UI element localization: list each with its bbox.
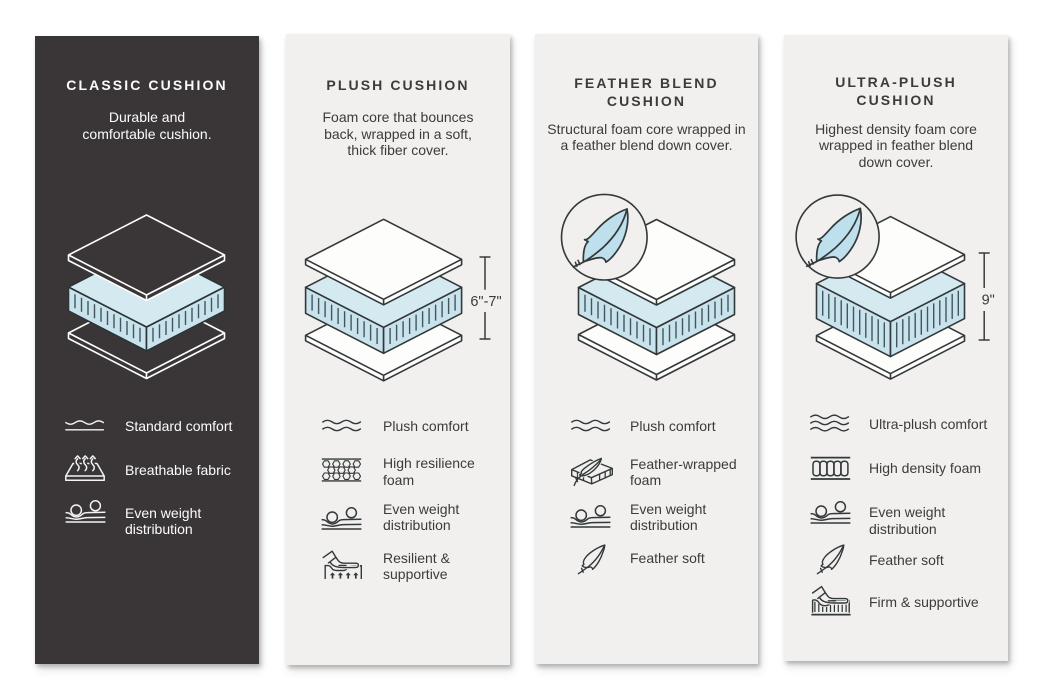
svg-text:9": 9" <box>982 293 995 309</box>
svg-text:6"-7": 6"-7" <box>470 294 501 310</box>
